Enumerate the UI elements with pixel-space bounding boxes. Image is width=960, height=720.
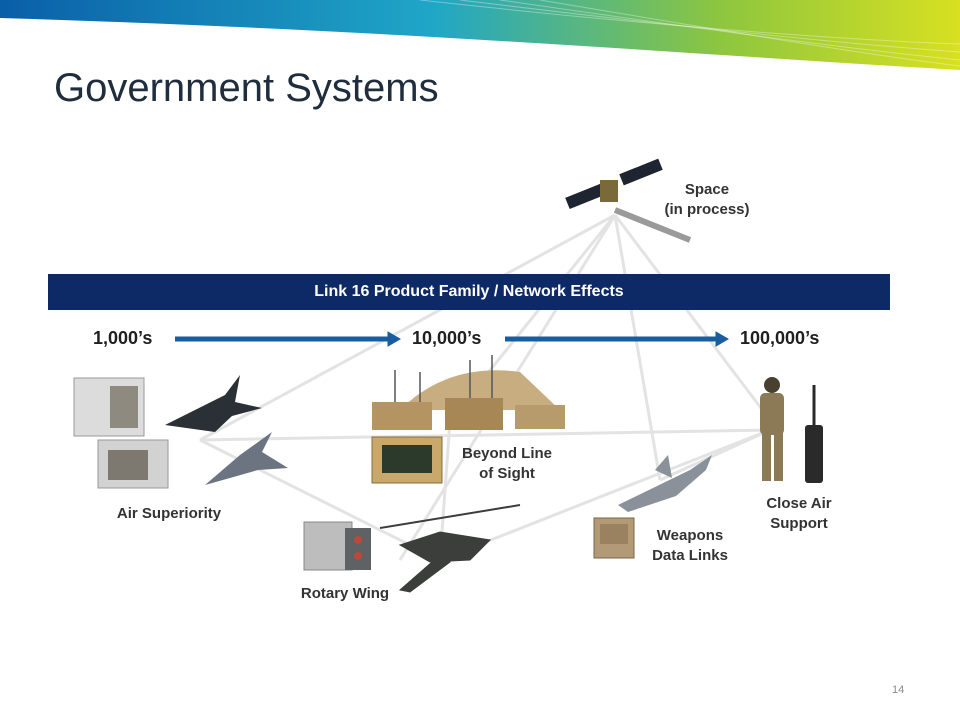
scale-label-hundred-thousands: 100,000’s bbox=[740, 328, 820, 348]
close-air-support-line-1: Close Air bbox=[766, 495, 832, 512]
beyond-line-of-sight-label: Beyond Line of Sight bbox=[452, 444, 562, 484]
fighter-jet-icon bbox=[205, 432, 288, 485]
ground-vehicles-icon bbox=[372, 355, 565, 430]
scale-label-thousands: 1,000’s bbox=[93, 328, 153, 348]
rotary-wing-label: Rotary Wing bbox=[300, 585, 390, 602]
link16-product-family-label: Link 16 Product Family / Network Effects bbox=[314, 283, 624, 300]
air-superiority-equipment-icon bbox=[73, 377, 169, 489]
air-superiority-label: Air Superiority bbox=[116, 505, 222, 522]
space-label-line-1: Space bbox=[684, 181, 730, 198]
fighter-jet-icon bbox=[165, 375, 262, 432]
space-label: Space (in process) bbox=[652, 180, 762, 220]
weapons-data-links-label: Weapons Data Links bbox=[640, 526, 740, 566]
close-air-support-label: Close Air Support bbox=[750, 494, 848, 534]
soldier-icon bbox=[760, 377, 784, 481]
missile-icon bbox=[618, 455, 712, 512]
weapons-data-links-line-2: Data Links bbox=[652, 547, 728, 564]
space-label-line-2: (in process) bbox=[664, 201, 750, 218]
link16-product-family-bar bbox=[48, 274, 890, 310]
header-gradient-banner bbox=[0, 0, 960, 70]
rotary-wing-equipment-icon bbox=[303, 521, 371, 571]
weapons-data-links-line-1: Weapons bbox=[656, 527, 724, 544]
scale-arrows bbox=[175, 331, 729, 347]
scale-label-ten-thousands: 10,000’s bbox=[412, 328, 482, 348]
beyond-line-of-sight-line-2: of Sight bbox=[479, 465, 535, 482]
slide-title: Government Systems bbox=[54, 66, 439, 110]
helicopter-icon bbox=[379, 504, 521, 593]
weapons-box-icon bbox=[593, 517, 635, 559]
beyond-line-of-sight-line-1: Beyond Line bbox=[461, 445, 552, 462]
radio-terminal-icon bbox=[371, 436, 443, 484]
satellite-icon bbox=[565, 158, 692, 243]
handheld-radio-icon bbox=[805, 385, 823, 483]
page-number: 14 bbox=[892, 684, 905, 696]
close-air-support-line-2: Support bbox=[770, 515, 828, 532]
